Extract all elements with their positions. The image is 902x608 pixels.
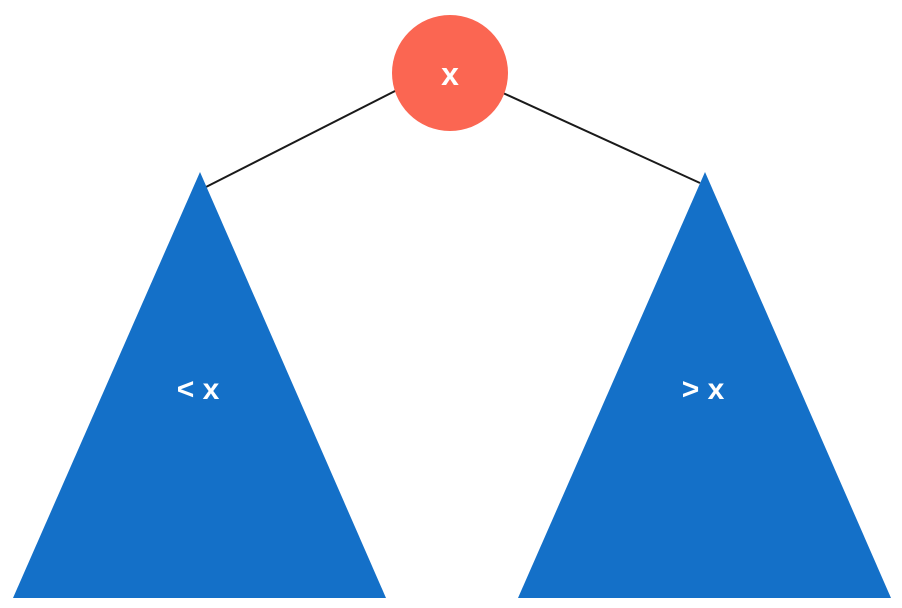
root-node: x (392, 15, 508, 131)
left-subtree: < x (13, 172, 386, 598)
root-node-label: x (441, 56, 459, 92)
edge-root-right (502, 92, 701, 184)
left-subtree-triangle (13, 172, 386, 598)
root-node-circle (392, 15, 508, 131)
right-subtree-triangle (518, 172, 891, 598)
right-subtree-label: > x (682, 373, 725, 406)
left-subtree-label: < x (177, 373, 220, 406)
right-subtree: > x (518, 172, 891, 598)
edge-root-left (203, 89, 398, 189)
